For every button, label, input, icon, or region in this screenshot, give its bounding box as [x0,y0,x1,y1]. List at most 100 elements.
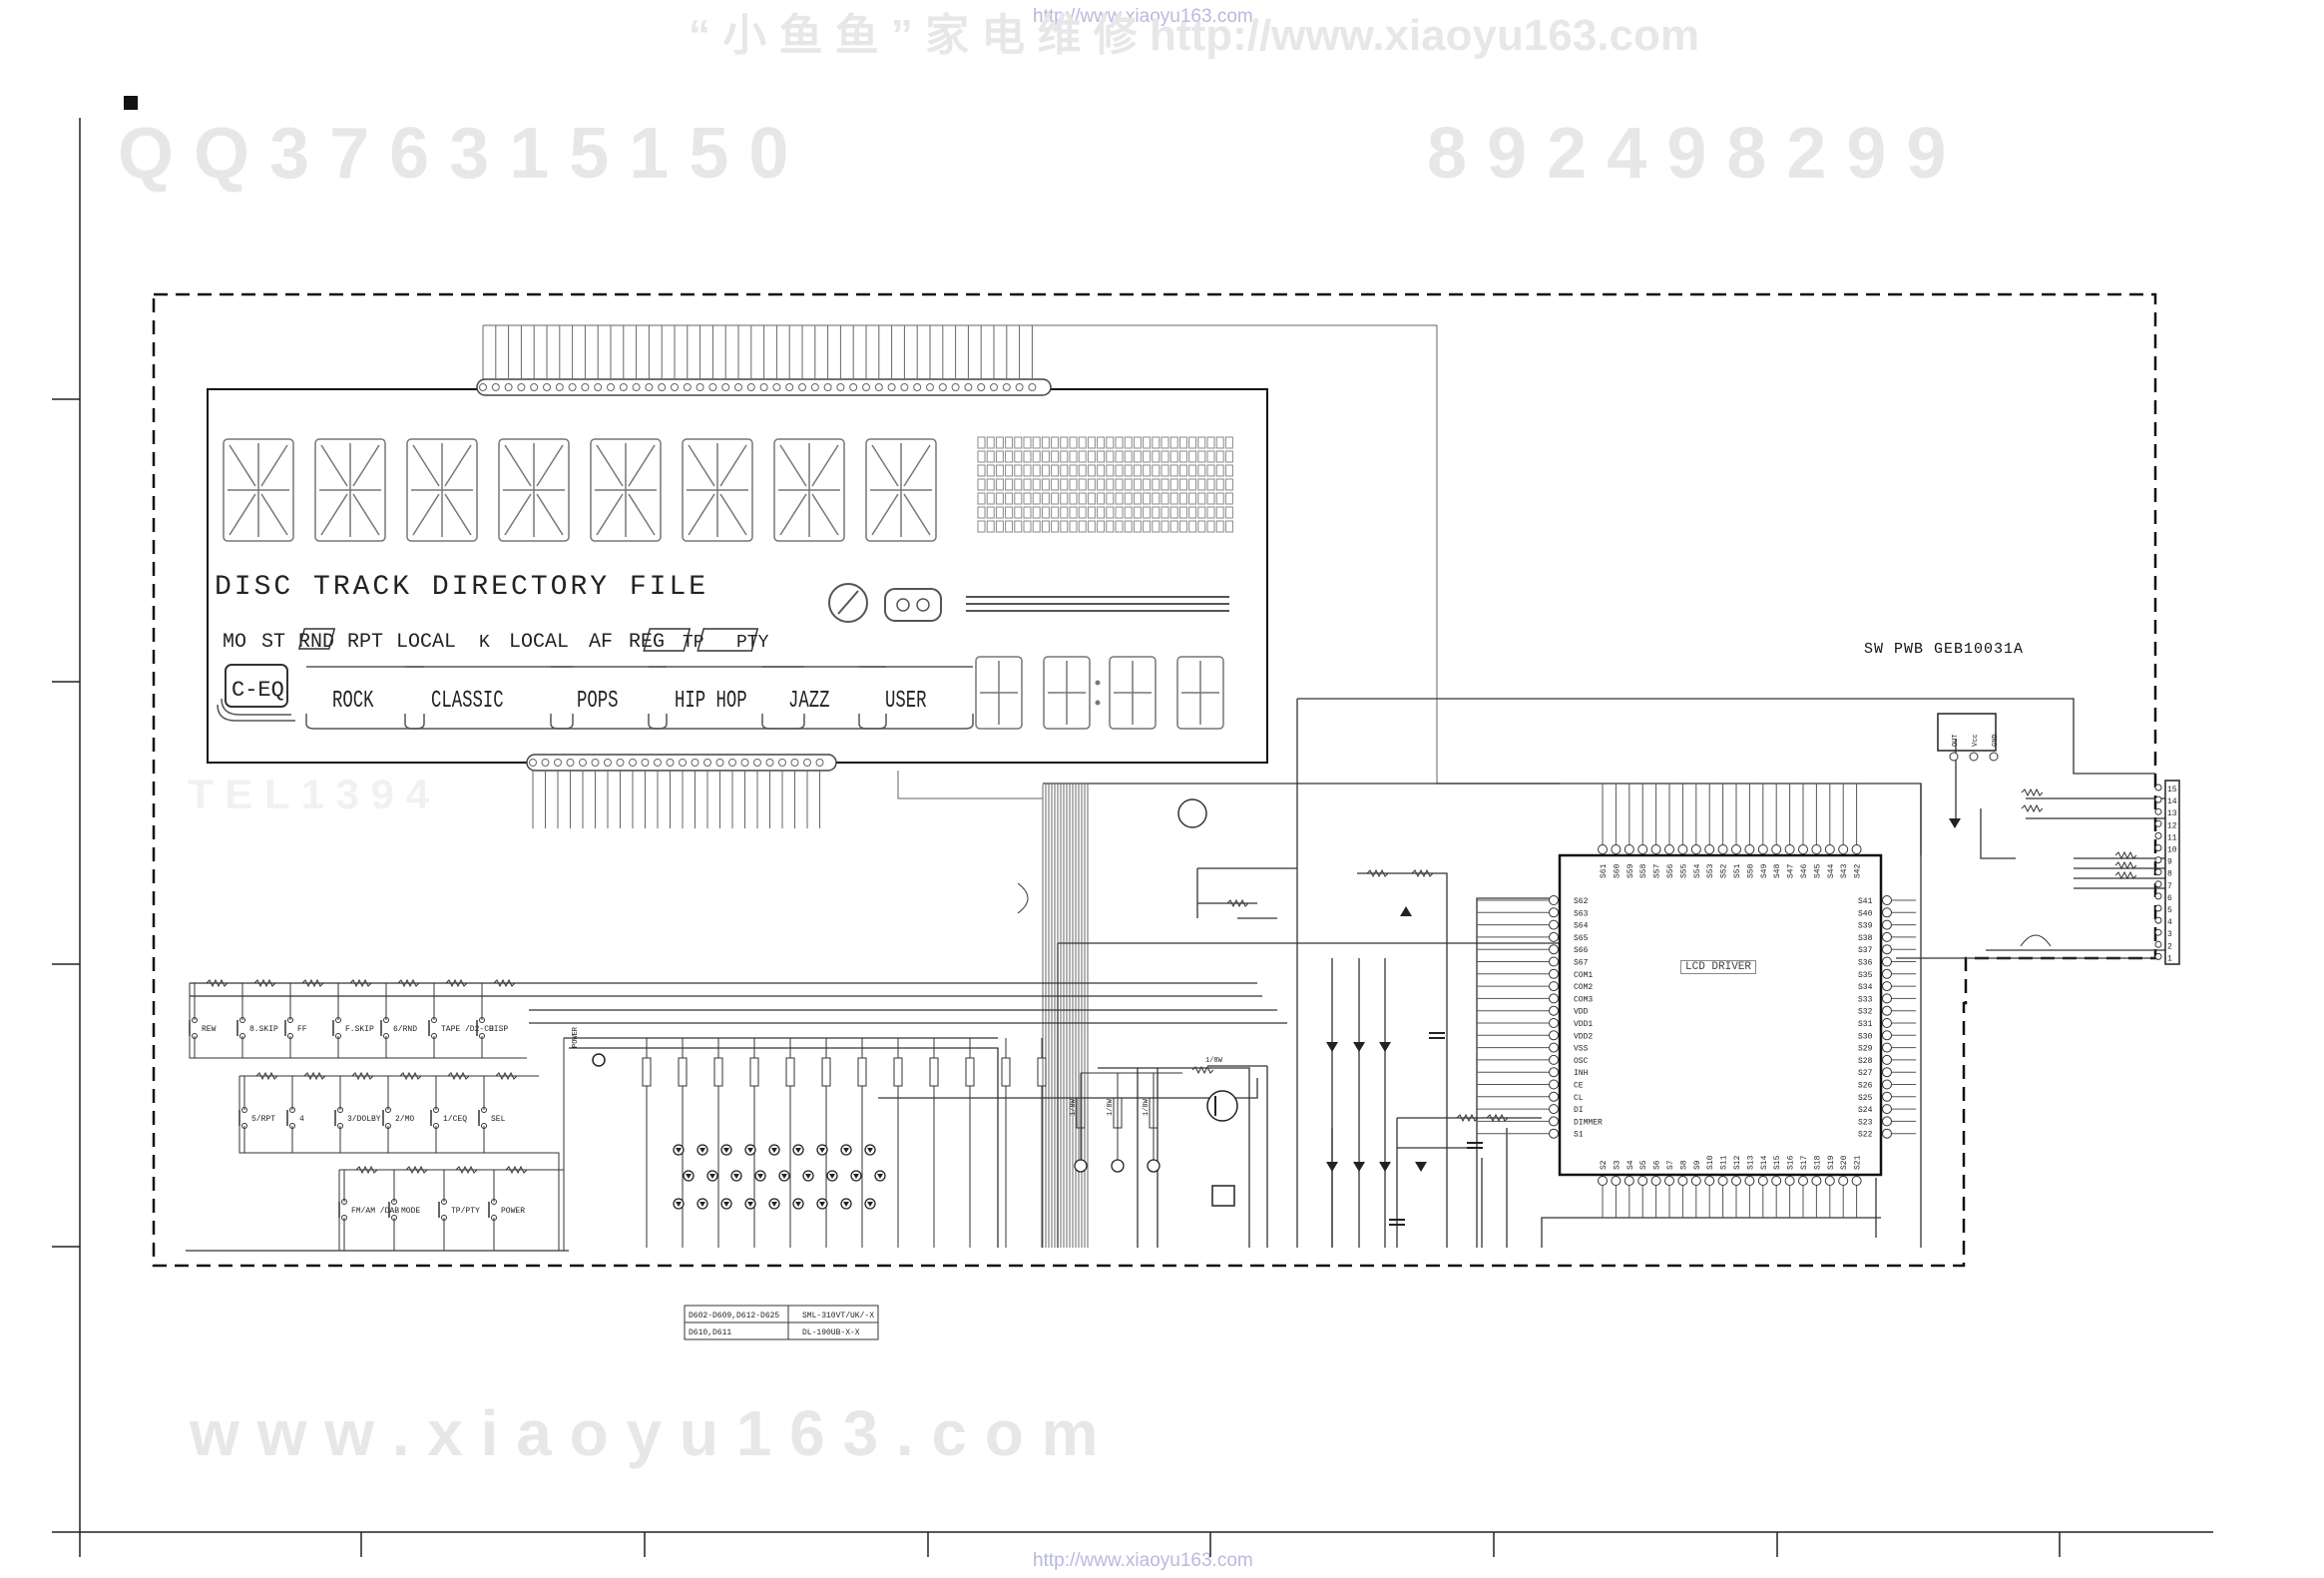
lcd-pin [654,759,662,767]
dot-matrix-cell [1224,464,1233,477]
url-bottom[interactable]: http://www.xiaoyu163.com [1033,1550,1253,1571]
dot-matrix-cell [1178,478,1187,491]
lcd-pin [815,759,824,767]
dot-matrix-cell [1206,436,1215,449]
ic-pin-label-bottom: S16 [1787,1155,1796,1170]
eq-mode-user: USER [885,689,927,715]
dot-matrix-cell [1087,492,1096,505]
lcd-pin [703,759,711,767]
connector-pin-label: 9 [2167,858,2172,867]
lcd-pin [964,383,973,391]
segment-digit [773,438,845,542]
dot-matrix-cell [986,478,995,491]
led-icon [1111,1159,1125,1173]
led-triangle [747,1202,753,1207]
resistor [2114,870,2137,880]
switch-3: 2/MO [395,1115,414,1124]
dot-matrix-cell [1060,436,1069,449]
dot-matrix-cell [1206,506,1215,519]
ic-pin-label-left: VDD [1574,1008,1589,1017]
lcd-pin [810,383,819,391]
ic-pin-label-left: S62 [1574,897,1589,906]
ic-pin-label-bottom: S20 [1840,1155,1849,1170]
lcd-pin [836,383,845,391]
dot-matrix-cell [1143,450,1152,463]
dot-matrix-cell [1152,450,1161,463]
ic-pin-top [1637,844,1648,854]
ic-pin-label-right: S34 [1858,983,1873,992]
dot-matrix-cell [1005,450,1014,463]
dot-matrix-cell [986,520,995,533]
resistor [355,1165,378,1175]
connector-pin-label: 12 [2167,821,2177,830]
dot-matrix-cell [1152,478,1161,491]
dot-matrix-cell [1197,506,1206,519]
dot-matrix-cell [1023,492,1032,505]
ic-pin-right [1882,993,1892,1004]
switch-5: SEL [491,1115,506,1124]
switch-0: FM/AM /DAB [351,1207,399,1216]
lcd-pin [740,759,749,767]
ic-pin-left [1549,895,1559,905]
resistor-rating: 1/8W [1143,1098,1151,1116]
url-top[interactable]: http://www.xiaoyu163.com [1033,6,1253,27]
clock-digit [1109,656,1157,730]
led-triangle [781,1174,787,1179]
segment-digit [865,438,937,542]
dot-matrix-cell [1161,520,1169,533]
dot-matrix-cell [1097,506,1106,519]
connector-pin-label: 4 [2167,918,2172,927]
ic-pin-bottom [1717,1176,1728,1186]
dot-matrix-cell [1087,520,1096,533]
wire [1476,897,1557,1248]
ic-pin-label-right: S33 [1858,995,1873,1004]
dot-matrix-cell [1078,464,1087,477]
dot-matrix-cell [1197,478,1206,491]
led-triangle [843,1148,849,1153]
switch-1: 8.SKIP [249,1025,278,1034]
ic-pin-label-left: CL [1574,1094,1584,1103]
parts-row1-part: SML-310VT/UK/-X [802,1312,874,1320]
ic-pin-label-left: DIMMER [1574,1118,1603,1127]
ic-pin-label-bottom: S4 [1627,1160,1635,1170]
segment-digit [590,438,662,542]
dot-matrix-cell [1078,436,1087,449]
dot-matrix-cell [1078,492,1087,505]
resistor [2021,803,2044,813]
dot-matrix-cell [1133,450,1142,463]
ic-pin-right [1882,1104,1892,1115]
lcd-driver-ic: S62S63S64S65S66S67COM1COM2COM3VDDVDD1VDD… [1477,784,1916,1218]
ic-pin-label-right: S40 [1858,909,1873,918]
ic-pin-top [1851,844,1862,854]
lcd-pin [938,383,947,391]
ic-pin-left [1549,1018,1559,1028]
dot-matrix-cell [1087,464,1096,477]
ic-pin-label-right: S25 [1858,1094,1873,1103]
wire [1357,872,1448,1248]
led-triangle [757,1174,763,1179]
dot-matrix-cell [1032,450,1041,463]
dot-matrix-cell [1224,492,1233,505]
resistor [493,978,516,988]
ic-pin-label-top: S60 [1613,863,1622,878]
board-label: SW PWB GEB10031A [1864,641,2025,658]
ic-pin-bottom [1650,1176,1661,1186]
connector-pin [2154,844,2162,851]
connector-pin-label: 13 [2167,809,2177,818]
ic-pin-top [1731,844,1741,854]
ic-pin-left [1549,981,1559,992]
dot-matrix-cell [1051,506,1060,519]
dot-matrix-cell [1124,450,1133,463]
regulator-icon [1211,1185,1235,1207]
lcd-pin [753,759,761,767]
ic-pin-right [1882,956,1892,967]
lcd-pin [566,759,575,767]
lcd-pin [951,383,960,391]
ic-pin-label-right: S37 [1858,946,1873,955]
dot-matrix-cell [1087,478,1096,491]
dot-matrix-cell [1124,520,1133,533]
dot-matrix-cell [1115,464,1124,477]
dot-matrix-cell [1032,436,1041,449]
ic-pin-right [1882,1018,1892,1028]
